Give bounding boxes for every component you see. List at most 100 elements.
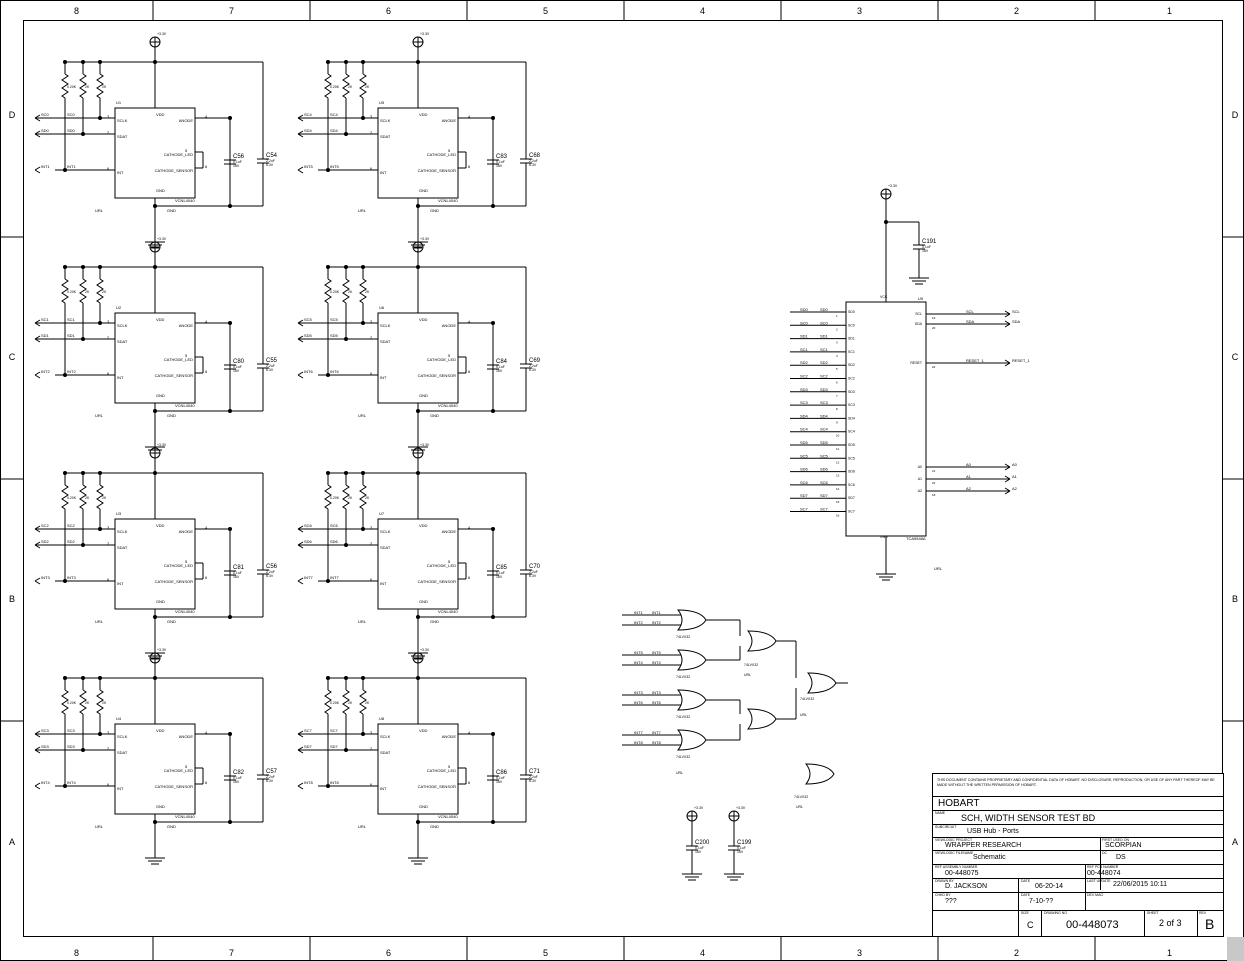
cap-value: 6.3V [529,163,537,167]
net-label: SD0 [800,307,809,312]
pin-num: 5 [185,559,188,564]
pin-num: 21 [932,469,936,473]
pin-num: 8 [836,407,838,411]
net-label: SC6 [800,480,809,485]
pin-num: 5 [836,367,838,371]
resistor-value: 0.20K [330,496,340,500]
cap-ref: C70 [529,564,541,570]
pin-num: 6 [370,577,373,582]
pin-label: VDD [156,728,165,733]
junction-dot [361,265,365,269]
net-label: SC0 [820,320,829,325]
resistor [96,73,104,99]
junction-dot [153,471,157,475]
net-label: INT6 [634,700,643,705]
resistor [359,689,367,715]
gnd-label: GND [167,413,176,418]
junction-dot [361,321,365,325]
pin-label: ANODE [179,323,194,328]
pin-label: VDD [419,317,428,322]
chip-ref: U4 [116,716,122,721]
cap-value: 16V [496,780,503,784]
sheet-label: SHEET [1147,911,1159,915]
pin-label: SD3 [848,390,855,394]
pin-num: 4 [205,319,208,324]
pin-label: SD7 [848,496,855,500]
junction-dot [98,732,102,736]
net-label: SC3 [41,728,50,733]
junction-dot [81,543,85,547]
junction-dot [326,579,330,583]
pin-label: ANODE [442,118,457,123]
drawn-by: D. JACKSON [945,883,988,890]
net-label: SC5 [304,317,313,322]
pin-num: 5 [448,764,451,769]
cap-value: 16V [695,850,702,854]
net-label: SD7 [800,493,809,498]
net-label: INT2 [41,369,50,374]
resistor [79,278,87,304]
cap-value: 0.1uF [233,571,242,575]
net-label: SDA [1012,319,1021,324]
net-label: INT4 [41,780,50,785]
junction-dot [63,60,67,64]
junction-dot [228,820,232,824]
zone-col-label: 4 [700,948,705,958]
net-label: INT2 [652,620,661,625]
net-label: SDA [966,319,975,324]
resistor [342,73,350,99]
net-label: SD7 [820,493,829,498]
pin-label: SC2 [848,377,855,381]
net-label: SD7 [330,744,339,749]
resistor [359,278,367,304]
url-label: URL [358,208,367,213]
cap-ref: C56 [233,154,245,160]
pin-num: 3 [370,730,373,735]
title-block: THIS DOCUMENT CONTAINS PROPRIETARY AND C… [932,773,1224,937]
or-gate [676,609,707,631]
power-label: +3.3V [736,806,746,810]
cap-value: 0.1uF [233,365,242,369]
zone-col-label: 6 [386,6,391,16]
pin-label: VDD [419,112,428,117]
junction-dot [63,168,67,172]
pin-label: SDAT [117,545,128,550]
pin-num: 3 [370,319,373,324]
pin-label: CATHODE_LED [427,357,456,362]
net-arrow [34,525,41,533]
pin-num: 3 [370,114,373,119]
pin-num: 6 [468,369,471,374]
or-gate [676,649,707,671]
junction-dot [153,820,157,824]
pin-num: 9 [836,420,838,424]
chip-ref: U9 [918,296,924,301]
pin-num: 6 [836,381,838,385]
pin-label: GND [156,599,165,604]
net-label: INT2 [67,369,76,374]
pin-label: VDD [156,523,165,528]
power-label: +3.3V [157,32,167,36]
pin-label: SDAT [380,339,391,344]
net-label: INT7 [304,575,313,580]
pin-num: 22 [932,481,936,485]
junction-dot [884,220,888,224]
gate-part: 74LVX32 [676,635,690,639]
pin-label: CATHODE_SENSOR [155,373,193,378]
url-label: URL [358,619,367,624]
resistor [61,73,69,99]
pin-num: 5 [448,559,451,564]
net-label: INT7 [652,730,661,735]
pin-label: GND [880,535,888,539]
pin-num: 6 [205,780,208,785]
junction-dot [361,676,365,680]
resistor [342,484,350,510]
resistor [61,484,69,510]
junction-dot [361,60,365,64]
power-label: +3.3V [420,648,430,652]
pin-num: 6 [205,369,208,374]
sheet-value: 2 of 3 [1159,918,1182,928]
net-arrow [34,730,41,738]
